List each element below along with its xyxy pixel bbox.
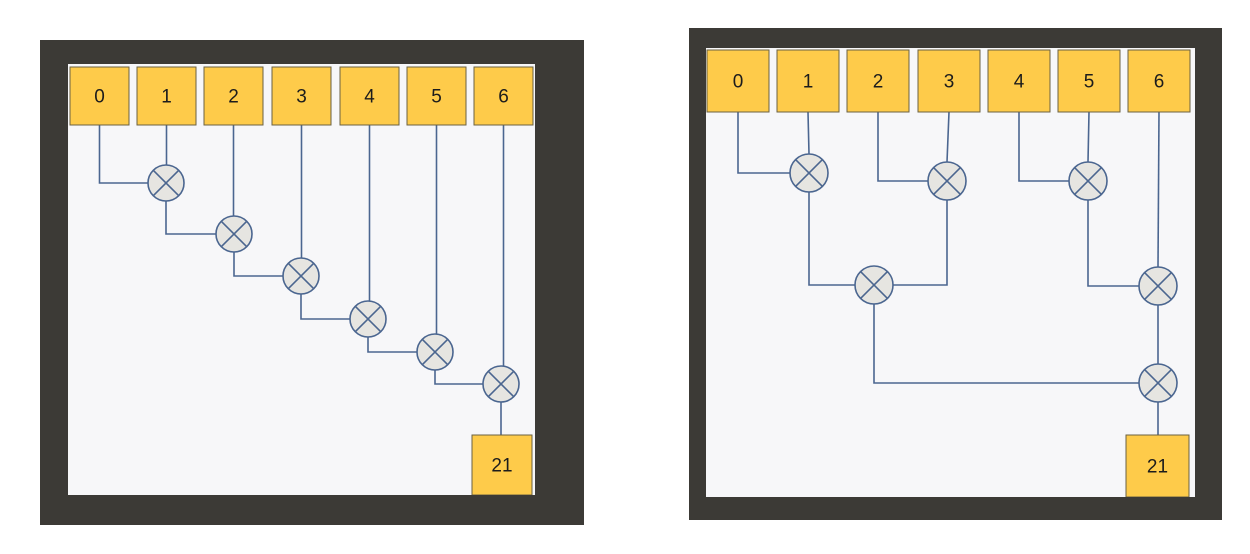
left-operator-3-circled-times-icon	[349, 300, 387, 338]
left-output-box: 21	[471, 434, 533, 495]
right-wire-input-1	[807, 111, 810, 155]
right-input-box-4-label: 4	[1014, 72, 1025, 93]
right-input-box-2-label: 2	[873, 72, 884, 93]
left-input-box-2-label: 2	[228, 87, 239, 108]
right-operator-1-circled-times-icon	[927, 161, 967, 201]
right-operator-0-circled-times-icon	[789, 153, 829, 193]
left-input-box-5-label: 5	[431, 87, 442, 108]
right-input-box-4: 4	[987, 49, 1051, 113]
right-input-box-2-rect	[846, 49, 910, 113]
right-wire-c-to-e	[1087, 200, 1139, 287]
left-input-box-1: 1	[136, 66, 197, 126]
right-input-box-1: 1	[776, 49, 840, 113]
right-input-box-5: 5	[1057, 49, 1121, 113]
left-input-box-2-rect	[203, 66, 264, 126]
left-operator-0-circled-times-icon	[147, 164, 185, 202]
right-wire-input-6	[1157, 111, 1160, 268]
left-operator-2-circled-times-icon	[282, 257, 320, 295]
left-wire-chain-4	[434, 370, 483, 385]
left-input-box-3-rect	[271, 66, 332, 126]
right-output-box-rect	[1125, 434, 1190, 497]
left-input-box-5: 5	[406, 66, 467, 126]
right-input-box-0-rect	[706, 49, 770, 113]
right-input-box-3: 3	[917, 49, 981, 113]
right-input-box-5-label: 5	[1084, 72, 1095, 93]
left-wire-chain-3	[367, 337, 417, 353]
right-input-box-0: 0	[706, 49, 770, 113]
left-input-box-6-label: 6	[498, 87, 509, 108]
left-input-box-0-label: 0	[94, 87, 105, 108]
left-input-box-4-rect	[339, 66, 400, 126]
left-input-box-6-rect	[473, 66, 534, 126]
right-wire-input-5	[1087, 111, 1090, 163]
left-wire-chain-0	[165, 201, 216, 235]
left-reduction-diagram: 0 1 2 3 4 5 6 21	[69, 66, 534, 495]
right-input-box-1-label: 1	[803, 72, 814, 93]
left-input-box-6: 6	[473, 66, 534, 126]
left-input-box-5-rect	[406, 66, 467, 126]
right-input-box-1-rect	[776, 49, 840, 113]
right-input-box-3-label: 3	[944, 72, 955, 93]
right-wire-d-to-f	[873, 304, 1139, 384]
right-operator-3-circled-times-icon	[854, 265, 894, 305]
left-operator-5-circled-times-icon	[482, 365, 520, 403]
right-wire-input-4	[1018, 112, 1069, 182]
right-operator-2-circled-times-icon	[1068, 161, 1108, 201]
right-wire-input-3	[946, 111, 950, 163]
left-wire-chain-1	[233, 252, 283, 277]
left-input-box-0: 0	[69, 66, 130, 126]
right-input-box-4-rect	[987, 49, 1051, 113]
right-wire-a-to-d	[808, 192, 855, 286]
left-output-box-label: 21	[491, 456, 512, 477]
left-input-box-4: 4	[339, 66, 400, 126]
left-input-box-4-label: 4	[364, 87, 375, 108]
left-operator-4-circled-times-icon	[416, 333, 454, 371]
left-input-box-3-label: 3	[296, 87, 307, 108]
right-wire-input-2	[877, 112, 928, 182]
right-input-box-6-label: 6	[1154, 72, 1165, 93]
left-operator-1-circled-times-icon	[215, 215, 253, 253]
right-wire-input-0	[737, 112, 790, 174]
right-operator-5-circled-times-icon	[1138, 363, 1178, 403]
right-operator-4-circled-times-icon	[1138, 266, 1178, 306]
left-input-box-1-label: 1	[161, 87, 172, 108]
right-diagram-panel: 0 1 2 3 4 5 6 21	[706, 48, 1195, 497]
left-input-box-3: 3	[271, 66, 332, 126]
left-output-box-rect	[471, 434, 533, 495]
right-input-box-6-rect	[1127, 49, 1191, 113]
right-input-box-3-rect	[917, 49, 981, 113]
right-input-box-6: 6	[1127, 49, 1191, 113]
right-output-box-label: 21	[1147, 457, 1168, 478]
right-reduction-diagram: 0 1 2 3 4 5 6 21	[706, 49, 1191, 497]
left-input-box-0-rect	[69, 66, 130, 126]
left-wire-input-0	[98, 125, 148, 184]
left-diagram-panel: 0 1 2 3 4 5 6 21	[68, 64, 535, 495]
left-wire-chain-2	[300, 294, 350, 320]
left-input-box-1-rect	[136, 66, 197, 126]
right-input-box-0-label: 0	[733, 72, 744, 93]
right-wire-b-to-d	[893, 200, 948, 286]
left-input-box-2: 2	[203, 66, 264, 126]
right-input-box-2: 2	[846, 49, 910, 113]
right-input-box-5-rect	[1057, 49, 1121, 113]
right-output-box: 21	[1125, 434, 1190, 497]
